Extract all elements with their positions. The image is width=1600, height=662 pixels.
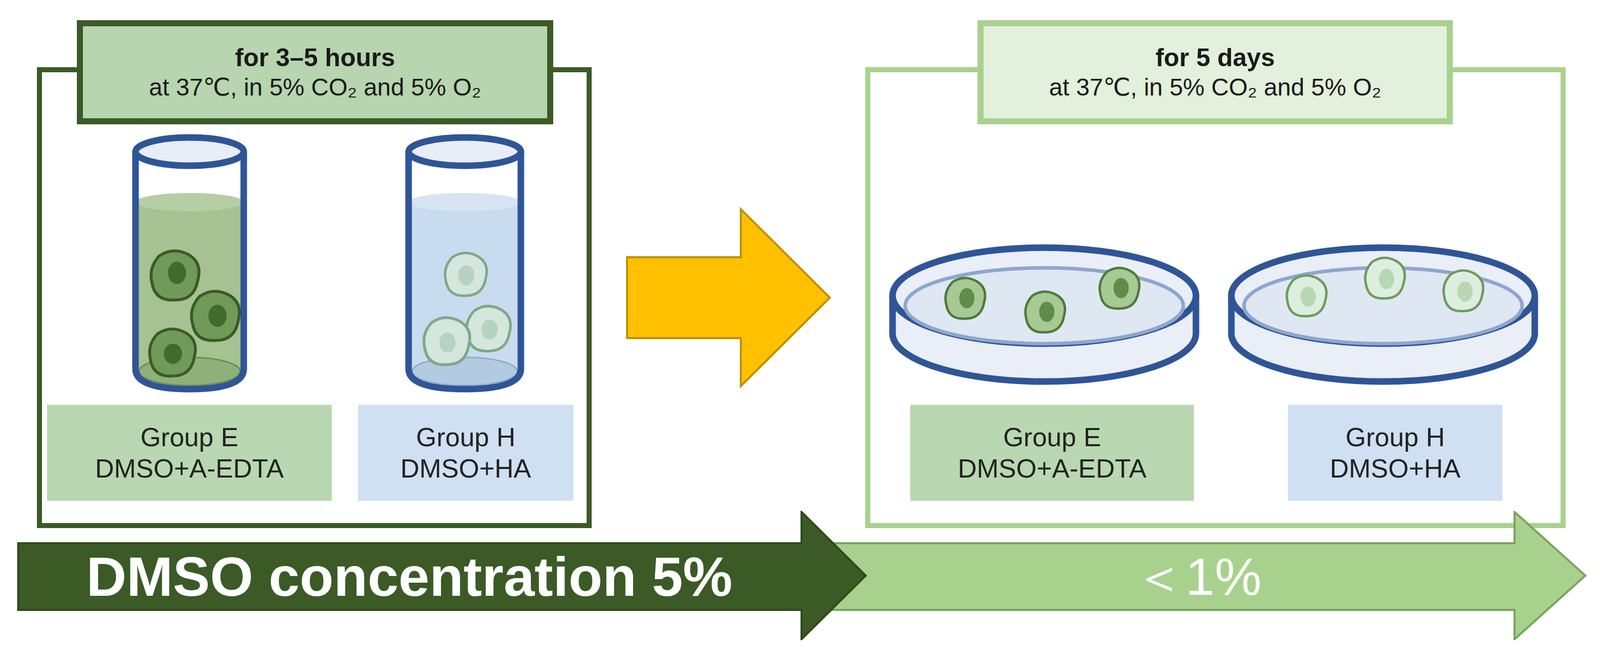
group-name: Group H (1345, 421, 1446, 454)
petri-dish (1231, 247, 1535, 382)
group-name: Group E (140, 421, 239, 454)
treatment-name: DMSO+HA (400, 453, 532, 485)
panel-header: for 3–5 hoursat 37℃, in 5% CO₂ and 5% O₂ (76, 20, 554, 125)
flow-arrow (627, 209, 830, 387)
header-title: for 5 days (1155, 42, 1275, 73)
treatment-name: DMSO+A-EDTA (95, 453, 284, 485)
cell (945, 268, 1140, 333)
panel-header: for 5 daysat 37℃, in 5% CO₂ and 5% O₂ (977, 20, 1453, 125)
concentration-label: DMSO concentration 5% (86, 549, 733, 605)
group-label: Group EDMSO+A-EDTA (910, 405, 1194, 502)
group-name: Group H (416, 421, 516, 454)
test-tube (408, 137, 521, 390)
group-label: Group HDMSO+HA (1287, 405, 1503, 502)
header-condition: at 37℃, in 5% CO₂ and 5% O₂ (149, 72, 482, 103)
petri-dish (892, 247, 1196, 382)
concentration-arrow: ＜1% (829, 511, 1587, 641)
test-tube (135, 137, 244, 390)
treatment-name: DMSO+HA (1329, 453, 1461, 485)
arrow-outline (18, 512, 866, 640)
cell (423, 252, 511, 365)
stage-panel: for 5 daysat 37℃, in 5% CO₂ and 5% O₂Gro… (865, 67, 1566, 529)
group-label: Group HDMSO+HA (358, 405, 574, 502)
treatment-name: DMSO+A-EDTA (957, 453, 1147, 485)
header-title: for 3–5 hours (235, 42, 396, 73)
concentration-label: ＜1% (1132, 550, 1262, 604)
group-label: Group EDMSO+A-EDTA (47, 405, 332, 502)
concentration-arrow: DMSO concentration 5% (17, 511, 868, 641)
stage-panel: for 3–5 hoursat 37℃, in 5% CO₂ and 5% O₂… (36, 67, 592, 529)
cell (1286, 257, 1484, 317)
arrow-outline (830, 512, 1586, 640)
header-condition: at 37℃, in 5% CO₂ and 5% O₂ (1049, 72, 1382, 103)
group-name: Group E (1003, 421, 1102, 454)
band-text-holder: DMSO concentration 5% (17, 543, 802, 611)
cell (149, 250, 240, 377)
band-text-holder: ＜1% (879, 543, 1515, 611)
